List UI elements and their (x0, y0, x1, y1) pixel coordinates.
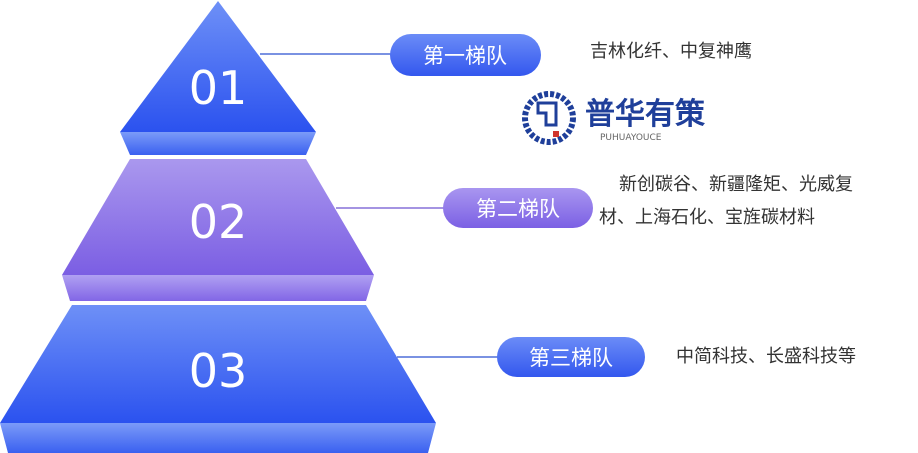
tier-1-label: 第一梯队 (423, 44, 507, 68)
watermark-logo-mark (522, 91, 576, 145)
tier-3-label: 第三梯队 (529, 346, 613, 370)
tier-3-pill (497, 337, 645, 377)
tier-1-number: 01 (189, 61, 248, 115)
tier-3-shape (0, 305, 436, 423)
tier-1-description: 吉林化纤、中复神鹰 (590, 41, 752, 62)
tier-3-number: 03 (189, 344, 248, 398)
tier-2-description-line-1: 新创碳谷、新疆隆矩、光威复 (619, 174, 853, 195)
tier-2-band (62, 275, 374, 301)
tier-1-band (120, 132, 316, 155)
watermark-logo: 普华有策 PUHUAYOUCE (522, 91, 705, 145)
tier-3-description: 中简科技、长盛科技等 (676, 346, 856, 367)
tier-2-label-group: 第二梯队 新创碳谷、新疆隆矩、光威复 材、上海石化、宝旌碳材料 (443, 174, 853, 228)
tier-1-pill: 第一梯队 (390, 34, 541, 76)
tier-2-label: 第二梯队 (476, 197, 560, 221)
tier-2-description-line-2: 材、上海石化、宝旌碳材料 (599, 207, 815, 228)
tier-3-band (0, 423, 436, 453)
watermark-subtitle: PUHUAYOUCE (600, 133, 662, 143)
watermark-name: 普华有策 (585, 97, 705, 132)
tier-2-pill (443, 188, 593, 228)
tier-2: 02 (62, 159, 445, 301)
tier-2-number: 02 (189, 195, 248, 249)
tier-1-shape (120, 1, 316, 132)
tier-2-shape (62, 159, 374, 275)
tier-1: 01 第一梯队 吉林化纤、中复神鹰 (120, 1, 752, 155)
tier-3: 03 第三梯队 中简科技、长盛科技等 (0, 305, 856, 453)
